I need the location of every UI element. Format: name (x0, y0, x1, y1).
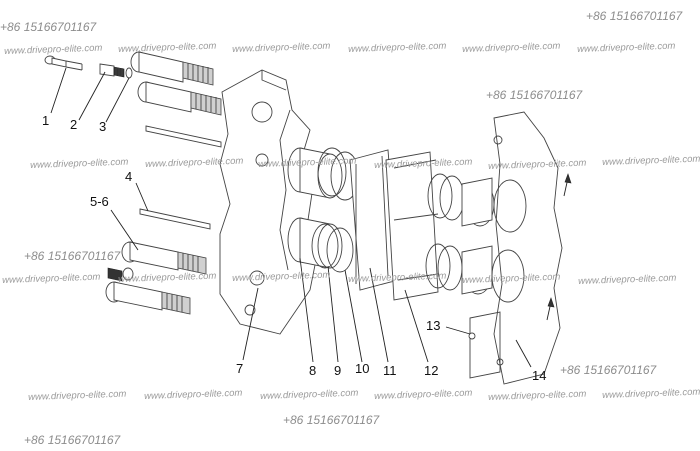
label-part-9: 9 (334, 363, 341, 378)
pad-pin-part-4 (139, 125, 222, 230)
brake-pad-part-12 (385, 151, 439, 301)
label-part-5-6: 5-6 (90, 194, 109, 209)
label-part-1: 1 (42, 113, 49, 128)
small-bolt-part-13 (468, 332, 476, 340)
washer-part-3 (125, 67, 133, 79)
label-part-11: 11 (383, 363, 397, 378)
label-part-12: 12 (424, 363, 438, 378)
label-part-2: 2 (70, 117, 77, 132)
label-part-14: 14 (532, 368, 546, 383)
caliper-housing-part-14 (469, 111, 563, 385)
top-bolt-lower (137, 81, 222, 116)
label-part-8: 8 (309, 363, 316, 378)
caliper-housing-part-7 (219, 69, 319, 335)
top-bolt-upper (130, 51, 214, 86)
pistons-part-8 (287, 147, 343, 269)
leader-lines (50, 67, 532, 368)
label-part-3: 3 (99, 119, 106, 134)
right-pistons-and-seals (425, 173, 495, 295)
label-part-10: 10 (355, 361, 369, 376)
bleeder-screw-part-2 (99, 63, 125, 78)
label-part-7: 7 (236, 361, 243, 376)
bottom-bolts-part-5-6 (105, 241, 207, 315)
bleeder-cap-part-1 (44, 55, 83, 71)
label-part-13: 13 (426, 318, 440, 333)
label-part-4: 4 (125, 169, 132, 184)
direction-arrows (546, 173, 572, 321)
part-labels: 1 2 3 4 5-6 7 8 9 10 11 12 13 14 (42, 113, 546, 383)
